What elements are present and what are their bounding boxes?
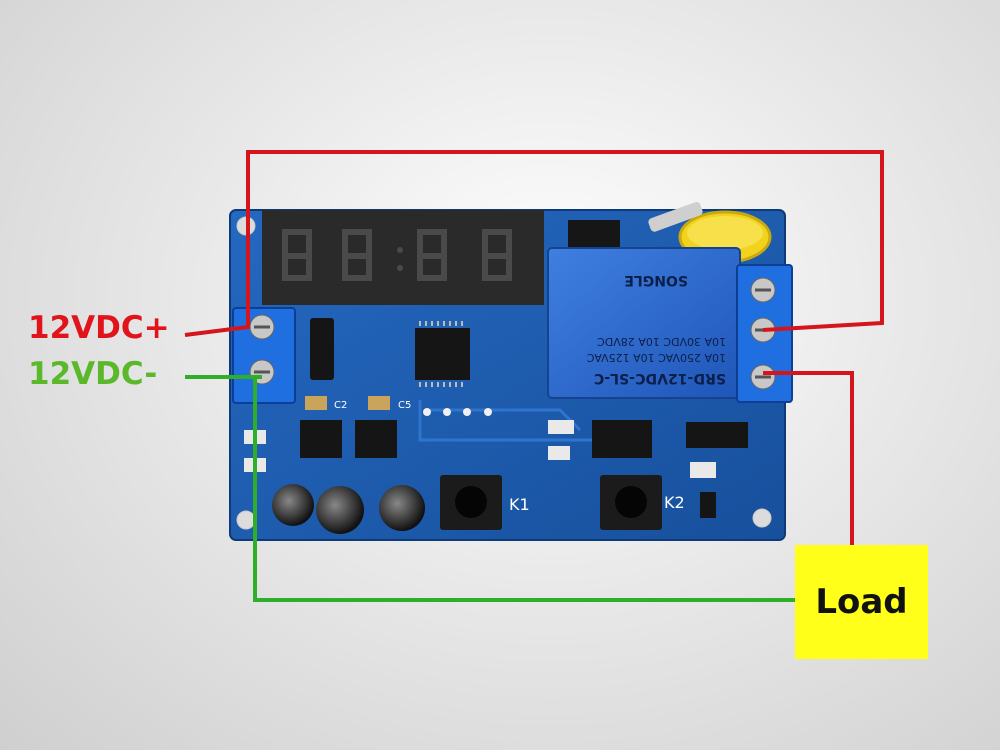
relay-rating-text-1: 10A 250VAC 10A 125VAC [586, 351, 726, 364]
c2-label: C2 [334, 400, 347, 411]
power-terminal-block [232, 307, 296, 404]
relay-brand-text: SONGLE [624, 272, 688, 288]
negative-supply-label: 12VDC- [28, 356, 158, 392]
diode [686, 422, 748, 448]
relay: SRD-12VDC-SL-C 10A 250VAC 10A 125VAC 10A… [547, 247, 741, 399]
positive-wire [184, 150, 884, 337]
smd-resistor-3 [690, 462, 716, 478]
load-wire [763, 371, 854, 545]
seven-segment-display [262, 210, 544, 305]
relay-model-text: SRD-12VDC-SL-C [594, 370, 726, 386]
led-2 [548, 446, 570, 460]
header-pads [423, 408, 492, 416]
k1-label: K1 [509, 495, 530, 514]
voltage-regulator-1 [300, 420, 342, 458]
k2-label: K2 [664, 493, 685, 512]
positive-supply-label: 12VDC+ [28, 310, 170, 346]
smd-resistor-2 [548, 420, 574, 434]
relay-rating-text-2: 10A 30VDC 10A 28VDC [597, 335, 726, 348]
relay-terminal-block [736, 264, 793, 403]
button-k1: K1 [440, 475, 530, 530]
voltage-regulator-2 [355, 420, 397, 458]
button-k2: K2 [600, 475, 685, 530]
load-label: Load [815, 582, 908, 622]
smd-capacitors: C2 C5 [305, 396, 411, 411]
transistor-2 [700, 492, 716, 518]
optocoupler [592, 420, 652, 458]
electrolytic-capacitors [272, 484, 425, 534]
negative-wire [185, 375, 795, 602]
c5-label: C5 [398, 400, 411, 411]
transistor [310, 318, 334, 380]
microcontroller-chip [415, 321, 470, 387]
load-box: Load [795, 545, 928, 659]
